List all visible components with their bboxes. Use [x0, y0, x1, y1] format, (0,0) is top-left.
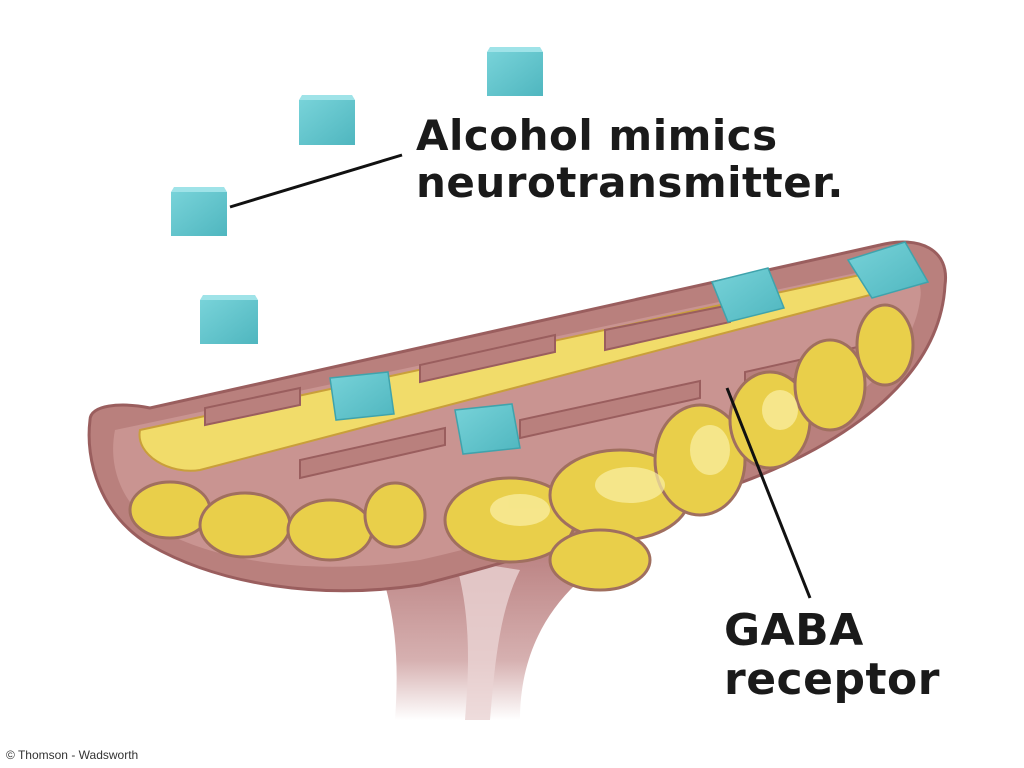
terminal-inner [113, 267, 921, 567]
bound-molecule [846, 241, 930, 299]
alcohol-pointer-line [229, 153, 403, 209]
bound-molecule [454, 403, 521, 455]
alcohol-molecule [487, 47, 543, 96]
alcohol-label: Alcohol mimics neurotransmitter. [416, 112, 976, 206]
alcohol-molecule [299, 95, 355, 145]
alcohol-molecule [171, 187, 227, 236]
copyright-notice: © Thomson - Wadsworth [6, 748, 139, 762]
alcohol-molecule [200, 295, 258, 344]
vesicle-highlights [490, 390, 798, 526]
bound-molecule [710, 267, 786, 323]
axon-highlight [455, 560, 520, 720]
bound-molecule [329, 371, 395, 421]
gaba-receptor-label: GABA receptor [724, 606, 1004, 705]
gaba-label-line2: receptor [724, 654, 940, 706]
gaba-label-line1: GABA [724, 605, 864, 656]
gaba-pointer-line [725, 387, 812, 599]
alcohol-label-line1: Alcohol mimics [416, 111, 778, 160]
alcohol-label-line2: neurotransmitter. [416, 158, 844, 208]
